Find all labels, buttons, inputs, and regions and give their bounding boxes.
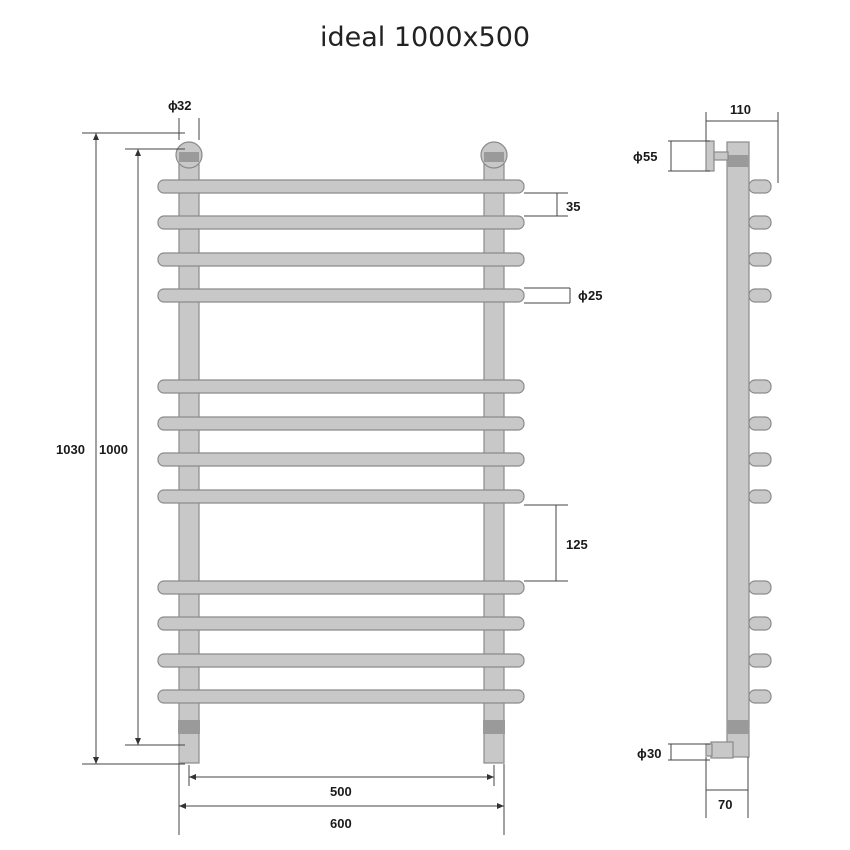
dim-label-axis-width: 500 — [330, 784, 352, 799]
diameter-symbol: ϕ — [578, 288, 588, 303]
dim-label-flange-diameter: 55 — [643, 149, 657, 164]
dimension-axis-width: 500 — [188, 765, 495, 799]
dim-label-depth-bottom: 70 — [718, 797, 732, 812]
dimension-inner-height: 1000 — [99, 148, 185, 746]
left-top-fitting — [179, 152, 199, 162]
towel-bar — [157, 416, 525, 431]
bar-ends — [748, 179, 772, 704]
dimension-connection-diameter: ϕ 30 — [637, 743, 710, 761]
front-view: ϕ 32 1030 1000 35 ϕ — [56, 98, 602, 835]
right-bottom-fitting — [483, 720, 505, 734]
bottom-connection-nut — [705, 743, 713, 757]
dimension-pipe-diameter: ϕ 32 — [168, 98, 200, 140]
towel-bar — [157, 452, 525, 467]
towel-bar — [157, 489, 525, 504]
towel-bar — [157, 653, 525, 668]
dimension-depth-bottom: 70 — [705, 757, 749, 818]
wall-flange — [705, 140, 715, 172]
dimension-flange-diameter: ϕ 55 — [633, 140, 710, 172]
towel-bar — [157, 616, 525, 631]
towel-bar — [157, 179, 525, 194]
dim-label-bar-gap: 35 — [566, 199, 580, 214]
dimension-total-height: 1030 — [56, 132, 185, 765]
towel-bar — [157, 288, 525, 303]
dim-label-pipe-diameter: 32 — [177, 98, 191, 113]
towel-bar — [157, 252, 525, 267]
dim-label-group-gap: 125 — [566, 537, 588, 552]
dim-label-bar-diameter: 25 — [588, 288, 602, 303]
towel-bar — [157, 379, 525, 394]
dimension-depth-top: 110 — [705, 102, 779, 183]
side-bottom-fitting — [727, 720, 749, 734]
left-bottom-fitting — [178, 720, 200, 734]
dimension-total-width: 600 — [178, 764, 505, 835]
dim-label-inner-height: 1000 — [99, 442, 128, 457]
dimension-bar-diameter: ϕ 25 — [524, 287, 602, 304]
towel-bar — [157, 215, 525, 230]
wall-bracket — [713, 151, 729, 161]
side-vertical-pipe — [726, 141, 750, 758]
towel-bar — [157, 689, 525, 704]
dim-label-total-width: 600 — [330, 816, 352, 831]
dim-label-depth-top: 110 — [730, 102, 751, 117]
bottom-connection — [710, 741, 734, 759]
side-top-fitting — [727, 155, 749, 167]
drawing-title: ideal 1000x500 — [319, 22, 531, 53]
dimension-bar-gap: 35 — [524, 192, 580, 217]
dimension-group-gap: 125 — [524, 504, 588, 582]
side-view: 110 ϕ 55 ϕ 30 70 — [633, 102, 779, 818]
diameter-symbol: ϕ — [168, 98, 178, 113]
dim-label-total-height: 1030 — [56, 442, 85, 457]
diameter-symbol: ϕ — [637, 746, 647, 761]
diameter-symbol: ϕ — [633, 149, 643, 164]
dim-label-connection-diameter: 30 — [647, 746, 661, 761]
towel-bar — [157, 580, 525, 595]
right-top-fitting — [484, 152, 504, 162]
